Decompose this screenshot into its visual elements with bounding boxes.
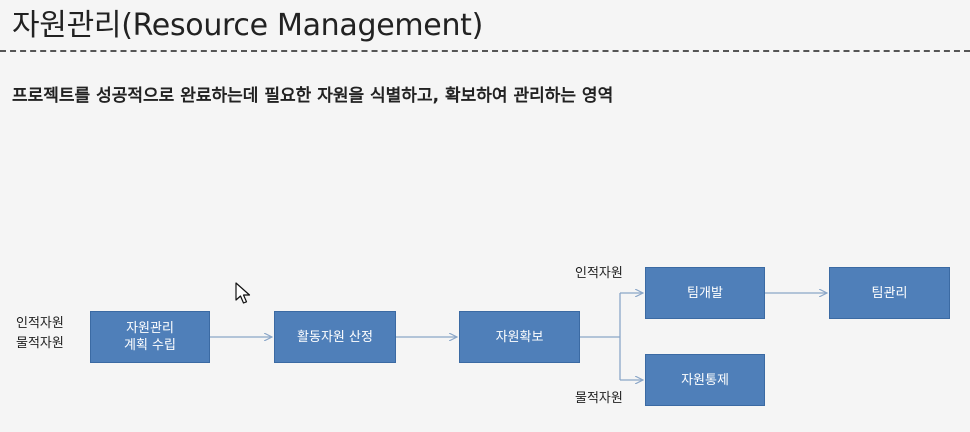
slide-title: 자원관리(Resource Management) xyxy=(12,8,484,43)
node-resource-plan-line1: 자원관리 xyxy=(126,321,174,336)
node-resource-plan: 자원관리 계획 수립 xyxy=(90,311,210,363)
mouse-cursor-icon xyxy=(235,282,251,304)
node-manage-team: 팀관리 xyxy=(829,267,950,319)
branch-label-human: 인적자원 xyxy=(575,266,623,281)
title-divider xyxy=(0,50,970,52)
node-develop-team: 팀개발 xyxy=(645,267,765,319)
node-estimate-activity-resources: 활동자원 산정 xyxy=(274,311,396,363)
slide-subtitle: 프로젝트를 성공적으로 완료하는데 필요한 자원을 식별하고, 확보하여 관리하… xyxy=(12,86,614,106)
node-control-resources: 자원통제 xyxy=(645,354,765,406)
node-resource-plan-line2: 계획 수립 xyxy=(124,338,176,353)
branch-label-physical: 물적자원 xyxy=(575,391,623,406)
node-acquire-resources: 자원확보 xyxy=(459,311,580,363)
input-label-physical: 물적자원 xyxy=(16,336,64,351)
input-label-human: 인적자원 xyxy=(16,316,64,331)
